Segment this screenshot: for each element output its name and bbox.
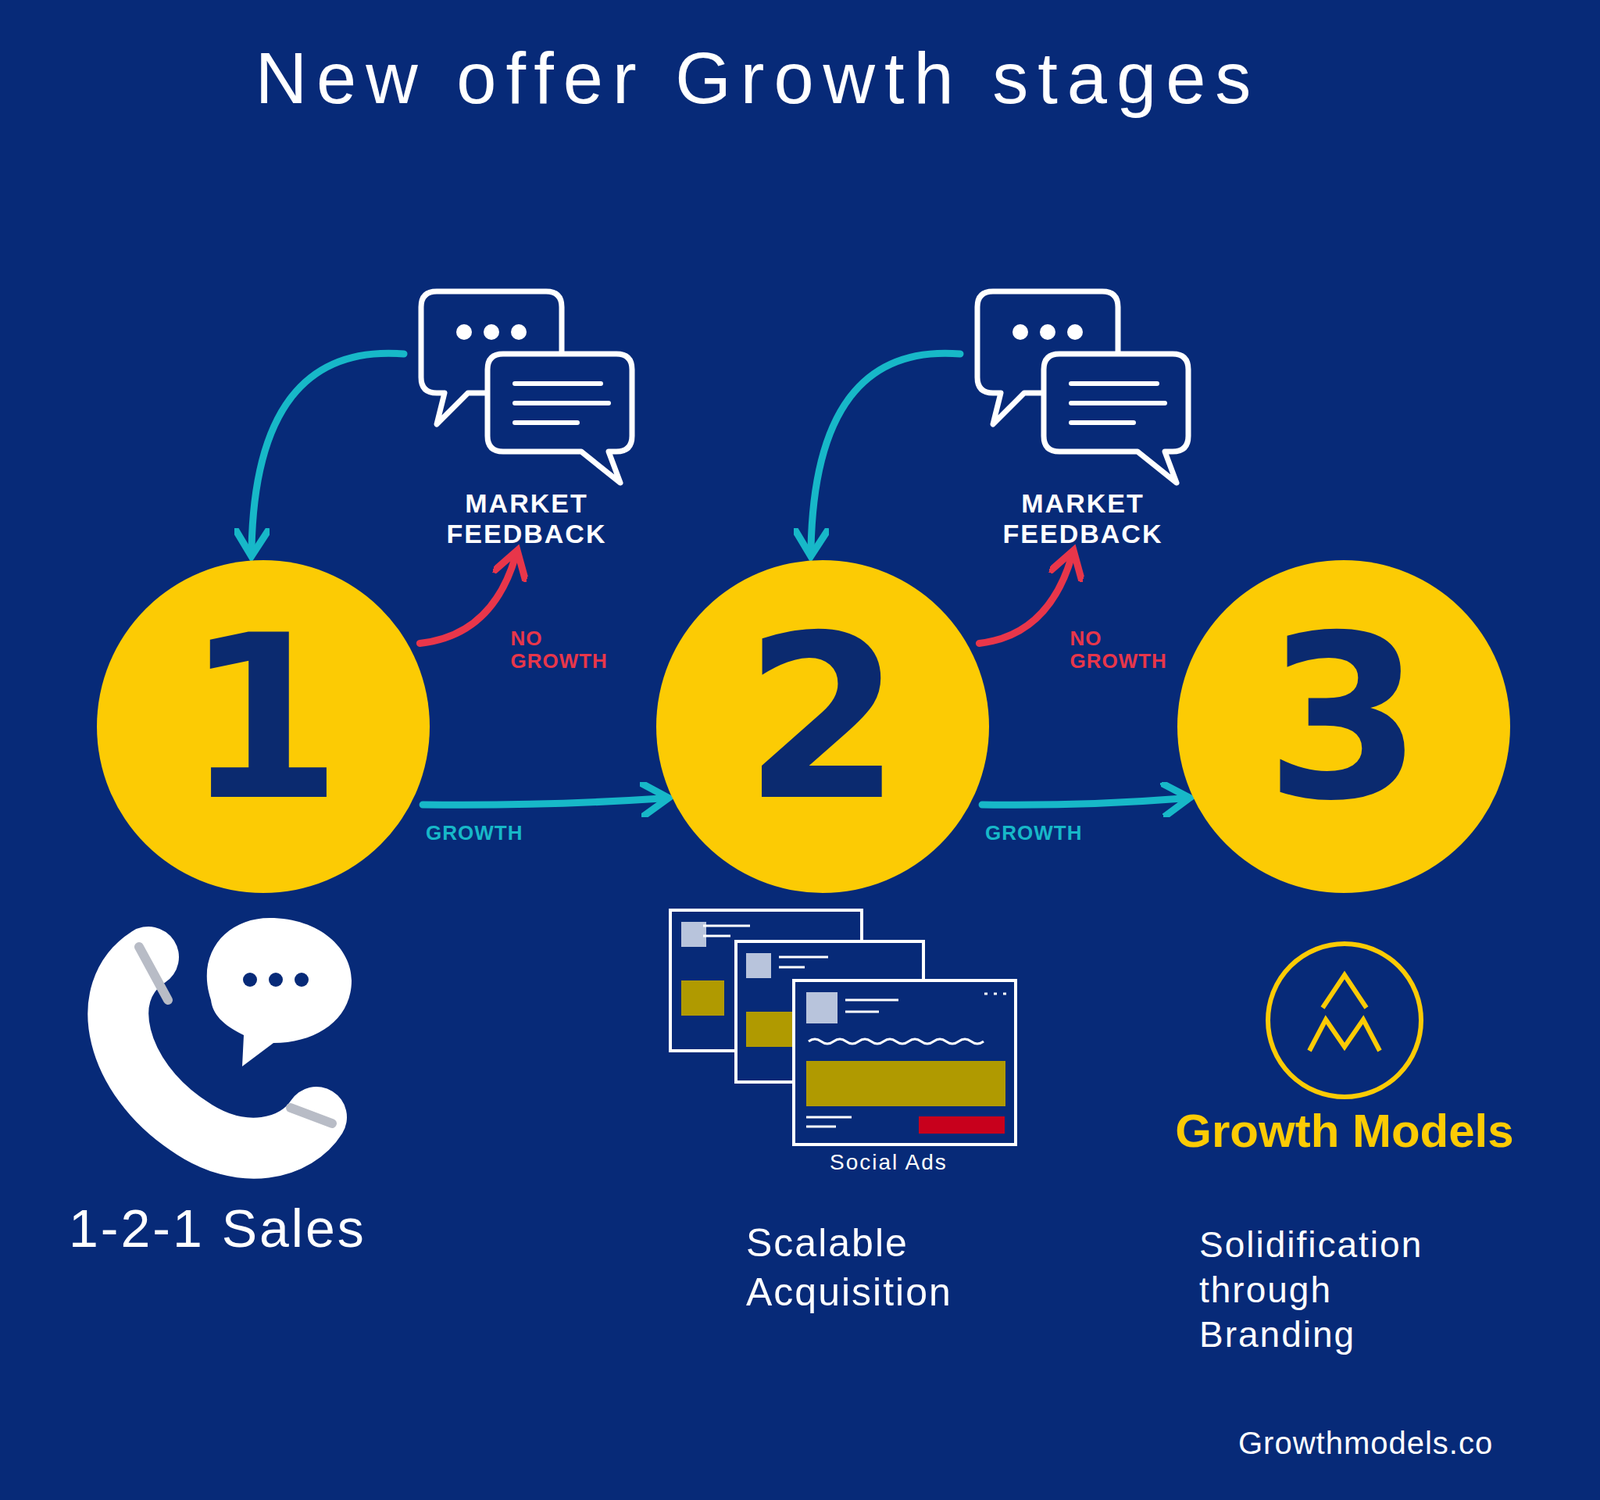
edge-label: NO GROWTH bbox=[507, 625, 608, 674]
feedback-node: MARKET FEEDBACK bbox=[413, 283, 640, 550]
edge-label: GROWTH bbox=[982, 820, 1086, 847]
stage-number: 2 bbox=[743, 605, 902, 833]
chat-icon bbox=[413, 283, 640, 487]
connector-arrow bbox=[978, 557, 1072, 643]
stage-caption: Solidification through Branding bbox=[1199, 1222, 1465, 1358]
chat-icon bbox=[969, 283, 1197, 487]
stage-circle: 2 bbox=[656, 560, 990, 893]
feedback-text: MARKET FEEDBACK bbox=[1000, 488, 1165, 550]
logo-wordmark: Growth Models bbox=[1110, 1105, 1579, 1158]
stage-number: 1 bbox=[184, 605, 343, 833]
connector-arrow bbox=[419, 557, 515, 643]
connector-arrow bbox=[422, 798, 662, 805]
connector-arrow bbox=[251, 353, 404, 550]
logo-mark bbox=[1267, 943, 1422, 1097]
icon-caption: Social Ads bbox=[829, 1150, 948, 1175]
feedback-text: MARKET FEEDBACK bbox=[444, 488, 609, 550]
stage-number: 3 bbox=[1264, 605, 1423, 833]
feedback-node: MARKET FEEDBACK bbox=[969, 283, 1197, 550]
phone-icon bbox=[117, 917, 352, 1149]
watermark: Growthmodels.co bbox=[1238, 1425, 1493, 1461]
title: New offer Growth stages bbox=[117, 39, 1399, 118]
stage-caption: 1-2-1 Sales bbox=[68, 1199, 367, 1258]
social-ads-icon bbox=[670, 910, 1016, 1145]
edge-label: NO GROWTH bbox=[1066, 625, 1167, 674]
stage-circle: 3 bbox=[1177, 560, 1511, 893]
connector-arrow bbox=[810, 353, 961, 550]
stage-caption: Scalable Acquisition bbox=[746, 1218, 1004, 1317]
edge-label: GROWTH bbox=[422, 820, 526, 847]
connector-arrow bbox=[982, 798, 1183, 805]
stage-circle: 1 bbox=[96, 560, 430, 893]
